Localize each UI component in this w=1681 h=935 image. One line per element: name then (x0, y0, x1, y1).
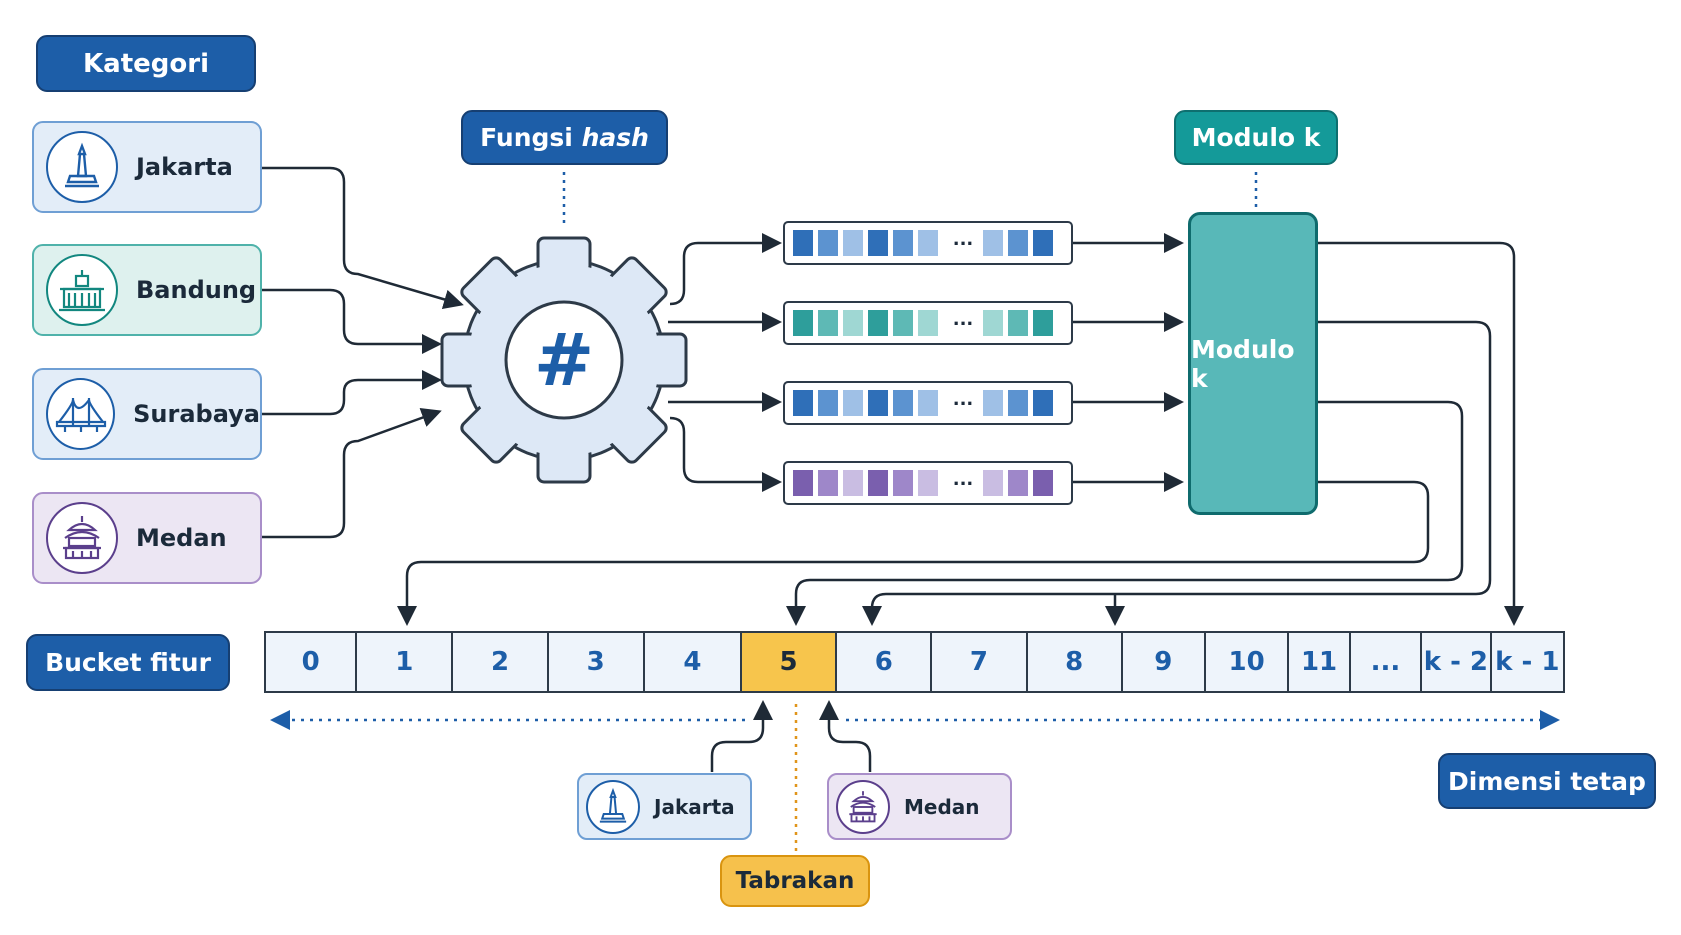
bucket-cell: 10 (1206, 633, 1290, 691)
vector-cell (868, 310, 888, 336)
vector-cell (893, 310, 913, 336)
vector-cell (793, 230, 813, 256)
vector-cell (893, 390, 913, 416)
bucket-cell: k - 1 (1495, 647, 1560, 677)
vector-cell (818, 230, 838, 256)
vector-ellipsis: ... (952, 308, 974, 330)
vector-ellipsis: ... (952, 468, 974, 490)
category-jakarta: Jakarta (32, 121, 262, 213)
vector-cell (793, 390, 813, 416)
gear-icon (440, 236, 688, 484)
bucket-cell: 1 (357, 633, 454, 691)
vector-cell (1008, 390, 1028, 416)
connector-surabaya (262, 370, 442, 416)
fixed-dimension-label: Dimensi tetap (1438, 753, 1656, 809)
bucket-cell: 7 (932, 633, 1028, 691)
vector-cell (918, 470, 938, 496)
vector-cell (843, 470, 863, 496)
bucket-fitur-label: Bucket fitur (26, 634, 230, 691)
bucket-cell: 9 (1123, 633, 1206, 691)
bucket-cell: k - 2 (1422, 633, 1492, 691)
vector-cell (1008, 310, 1028, 336)
gear-to-vector-connectors (668, 233, 782, 492)
vector-cell (843, 310, 863, 336)
bucket-cell: 2 (453, 633, 549, 691)
vector-ellipsis: ... (952, 228, 974, 250)
vector-cell (793, 310, 813, 336)
monas-icon (586, 779, 640, 834)
collision-medan: Medan (827, 773, 1012, 840)
bucket-cell: 4 (645, 633, 742, 691)
collision-label: Tabrakan (720, 855, 870, 907)
vector-cell (983, 470, 1003, 496)
bucket-cell: 0 (266, 633, 358, 691)
kategori-label: Kategori (36, 35, 256, 92)
vector-cell (1033, 310, 1053, 336)
hash-vector-3: ... (783, 381, 1073, 425)
vector-cell (818, 470, 838, 496)
vector-cell (1033, 470, 1053, 496)
vector-cell (893, 470, 913, 496)
category-surabaya: Surabaya (32, 368, 262, 460)
vector-cell (918, 230, 938, 256)
hash-vector-1: ... (783, 221, 1073, 265)
collision-jakarta: Jakarta (577, 773, 752, 840)
hash-function-label: Fungsi hash (461, 110, 668, 165)
bucket-cell: ... (1351, 633, 1423, 691)
connector-medan (262, 408, 442, 539)
vector-cell (843, 230, 863, 256)
vector-cell (868, 230, 888, 256)
vector-cell (983, 310, 1003, 336)
vector-cell (893, 230, 913, 256)
vector-cell (843, 390, 863, 416)
pagoda-icon (836, 779, 890, 834)
vector-cell (818, 390, 838, 416)
bucket-cell-collision: 5 (741, 633, 838, 691)
vector-cell (1033, 390, 1053, 416)
modulo-label: Modulo k (1174, 110, 1338, 165)
vector-cell (918, 310, 938, 336)
vector-cell (918, 390, 938, 416)
category-bandung: Bandung (32, 244, 262, 336)
category-medan: Medan (32, 492, 262, 584)
bucket-cell: 6 (837, 633, 933, 691)
modulo-box: Modulo k (1188, 212, 1318, 515)
vector-cell (983, 230, 1003, 256)
hash-symbol: # (534, 318, 594, 402)
vector-cell (1008, 470, 1028, 496)
vector-to-modulo-connectors (1072, 233, 1184, 492)
modulo-to-bucket-connectors (397, 241, 1524, 626)
vector-cell (868, 390, 888, 416)
collision-connectors (710, 700, 872, 772)
vector-cell (818, 310, 838, 336)
vector-cell (793, 470, 813, 496)
vector-ellipsis: ... (952, 388, 974, 410)
monas-icon (46, 131, 118, 203)
hash-vector-4: ... (783, 461, 1073, 505)
vector-cell (868, 470, 888, 496)
connector-jakarta (262, 166, 464, 310)
bucket-cell: 3 (549, 633, 645, 691)
bucket-cell: 11 (1289, 633, 1351, 691)
bucket-cell: 8 (1028, 633, 1123, 691)
connector-bandung (262, 288, 442, 354)
pagoda-icon (46, 502, 118, 574)
gedung-sate-icon (46, 254, 118, 326)
suramadu-bridge-icon (46, 378, 116, 450)
vector-cell (1033, 230, 1053, 256)
vector-cell (983, 390, 1003, 416)
hash-vector-2: ... (783, 301, 1073, 345)
vector-cell (1008, 230, 1028, 256)
category-connectors (262, 166, 464, 539)
